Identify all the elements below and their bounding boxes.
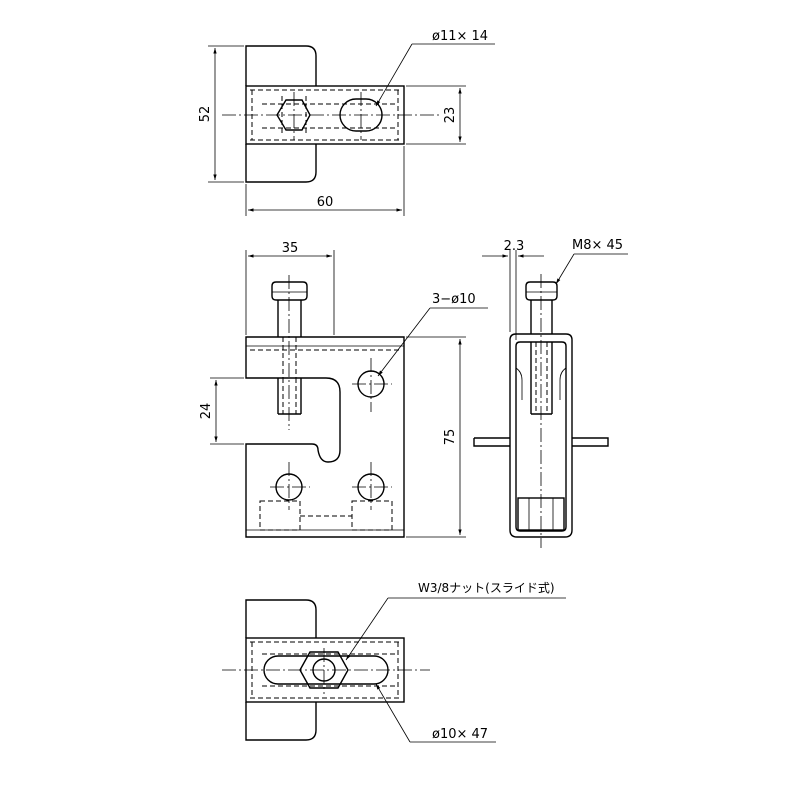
label-front-holes: 3−ø10 [432, 292, 476, 307]
label-top-slot: ø11× 14 [432, 29, 488, 44]
side-channel-inner-lower [515, 444, 567, 532]
bottom-hex-nut [299, 651, 349, 689]
label-bottom-slot: ø10× 47 [432, 727, 488, 742]
dim-top-height: 52 [198, 106, 213, 123]
front-view: 35 24 75 3−ø10 [199, 241, 488, 538]
side-nut [517, 497, 565, 531]
top-back-plate-lower [245, 144, 317, 183]
bottom-view: W3/8ナット(スライド式) ø10× 47 [222, 581, 566, 743]
dim-front-height: 75 [443, 429, 458, 446]
dim-front-width: 35 [282, 241, 299, 256]
bottom-long-slot [263, 655, 389, 685]
side-view: 2.3 M8× 45 [473, 238, 628, 548]
side-flange-right [572, 437, 609, 447]
bottom-back-plate-upper [245, 599, 317, 638]
front-body-outline [245, 336, 405, 538]
label-bottom-nut: W3/8ナット(スライド式) [418, 581, 555, 595]
bottom-back-plate-lower [245, 702, 317, 741]
dim-top-width: 60 [317, 195, 334, 210]
front-bolt-head [271, 281, 308, 301]
label-side-bolt: M8× 45 [572, 238, 623, 253]
top-view: 52 60 23 ø11× 14 [198, 29, 495, 216]
side-flange-left [473, 437, 510, 447]
dim-front-gap: 24 [199, 403, 214, 420]
top-back-plate-upper [245, 45, 317, 86]
side-bolt-head [525, 281, 558, 301]
side-channel-outer [509, 333, 573, 538]
dim-side-thickness: 2.3 [504, 239, 525, 254]
dim-top-slot-height: 23 [443, 107, 458, 124]
